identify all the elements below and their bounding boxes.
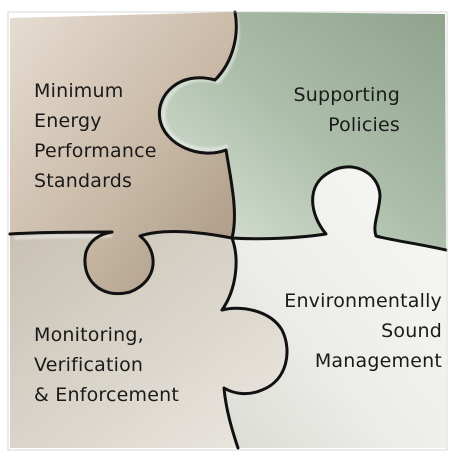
piece-bottom-right (222, 166, 446, 448)
label-line: Supporting (293, 84, 400, 106)
label-line: Sound (381, 320, 442, 342)
label-line: Monitoring, (34, 324, 144, 346)
label-line: Policies (328, 114, 400, 136)
label-bottom-left: Monitoring, Verification & Enforcement (34, 320, 179, 410)
label-line: Standards (34, 170, 133, 192)
label-line: Minimum (34, 80, 124, 102)
label-top-right: Supporting Policies (286, 80, 400, 140)
label-bottom-right: Environmentally Sound Management (284, 286, 442, 376)
label-line: Verification (34, 354, 144, 376)
piece-top-right (159, 12, 446, 250)
label-top-left: Minimum Energy Performance Standards (34, 76, 157, 196)
piece-top-left (10, 12, 237, 294)
piece-bottom-left (10, 231, 288, 448)
label-line: Energy (34, 110, 102, 132)
label-line: & Enforcement (34, 384, 180, 406)
label-line: Performance (34, 140, 157, 162)
label-line: Environmentally (284, 290, 442, 312)
label-line: Management (314, 350, 442, 372)
